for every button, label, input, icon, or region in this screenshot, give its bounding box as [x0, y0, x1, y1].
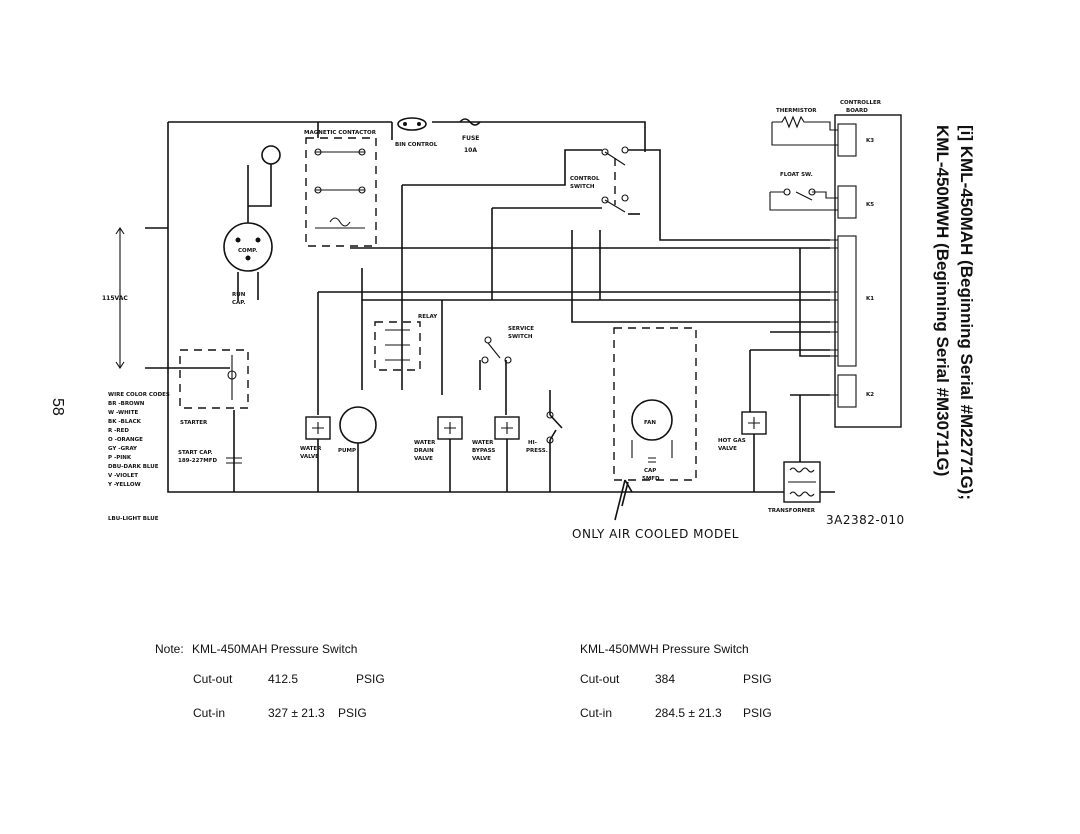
- float-switch: FLOAT SW.: [769, 172, 838, 211]
- k5-connector: K5: [866, 202, 874, 208]
- mwh-cutin-unit: PSIG: [743, 706, 772, 720]
- water-drain-valve: WATER DRAIN VALVE: [414, 416, 463, 492]
- wire-color-entry: BR -BROWN: [108, 401, 145, 407]
- main-frame-wires: [145, 121, 835, 493]
- water-bypass-valve-label: WATER: [472, 440, 494, 446]
- transformer-label: TRANSFORMER: [768, 508, 816, 514]
- drawing-code: 3A2382-010: [826, 513, 905, 527]
- k2-connector: K2: [866, 392, 874, 398]
- service-switch-label: SERVICE: [508, 326, 534, 332]
- compressor: COMP. RUN CAP.: [223, 145, 281, 306]
- hi-press-label: HI-: [528, 440, 537, 446]
- service-switch-label-2: SWITCH: [508, 334, 533, 340]
- wire-color-entry: Y -YELLOW: [107, 482, 141, 488]
- fan-motor-group: FAN CAP 5MFD: [613, 327, 697, 521]
- transformer: TRANSFORMER: [768, 461, 821, 514]
- mah-cutout-label: Cut-out: [193, 672, 233, 686]
- thermistor: THERMISTOR: [771, 108, 838, 146]
- mwh-cutout-unit: PSIG: [743, 672, 772, 686]
- fuse-rating: 10A: [464, 147, 477, 154]
- water-drain-valve-label: WATER: [414, 440, 436, 446]
- mwh-cutin-label: Cut-in: [580, 706, 613, 720]
- k3-connector: K3: [866, 138, 874, 144]
- float-switch-label: FLOAT SW.: [780, 172, 813, 178]
- hot-gas-valve-label-2: VALVE: [718, 446, 737, 452]
- controller-board-label: CONTROLLER: [840, 100, 882, 106]
- thermistor-label: THERMISTOR: [776, 108, 817, 114]
- relay-label: RELAY: [418, 314, 438, 320]
- control-switch-label-2: SWITCH: [570, 184, 595, 190]
- wire-color-entry: GY -GRAY: [108, 446, 138, 452]
- pump-label: PUMP: [338, 448, 356, 454]
- run-cap-label-2: CAP.: [232, 300, 245, 306]
- mah-cutout-value: 412.5: [268, 672, 299, 686]
- service-switch: SERVICE SWITCH: [481, 326, 534, 364]
- pump-motor: PUMP: [338, 406, 377, 492]
- mah-cutin-label: Cut-in: [193, 706, 226, 720]
- control-switch-label: CONTROL: [570, 176, 600, 182]
- water-valve-label: WATER: [300, 446, 322, 452]
- mwh-cutout-label: Cut-out: [580, 672, 620, 686]
- water-valve: WATER VALVE: [300, 416, 331, 492]
- k1-connector: K1: [866, 296, 874, 302]
- hot-gas-valve-label: HOT GAS: [718, 438, 746, 444]
- start-cap-value: 189-227MFD: [178, 458, 217, 464]
- controller-board: CONTROLLER BOARD K3 K5 K1 K2: [830, 100, 902, 428]
- fuse-label: FUSE: [462, 135, 479, 142]
- magnetic-contactor: MAGNETIC CONTACTOR: [304, 130, 377, 247]
- hot-gas-valve: HOT GAS VALVE: [718, 411, 767, 492]
- mah-heading: KML-450MAH Pressure Switch: [192, 642, 358, 656]
- fan-label: FAN: [644, 420, 656, 426]
- controller-board-label-2: BOARD: [846, 108, 868, 114]
- wire-color-entry: O -ORANGE: [108, 437, 143, 443]
- wire-color-codes: WIRE COLOR CODES BR -BROWN W -WHITE BK -…: [107, 392, 170, 522]
- fuse: FUSE 10A: [459, 118, 481, 154]
- water-bypass-valve-label-3: VALVE: [472, 456, 491, 462]
- starter: STARTER START CAP. 189-227MFD: [178, 349, 249, 492]
- air-cooled-arrow: [621, 481, 629, 507]
- start-cap-label: START CAP.: [178, 450, 213, 456]
- wire-color-codes-title: WIRE COLOR CODES: [108, 392, 170, 398]
- high-pressure-switch: HI- PRESS.: [526, 411, 563, 454]
- mah-cutin-unit: PSIG: [338, 706, 367, 720]
- note-label: Note:: [155, 642, 184, 656]
- wire-color-entry: V -VIOLET: [108, 473, 138, 479]
- relay: RELAY: [374, 314, 438, 371]
- fan-cap-label: CAP: [644, 468, 656, 474]
- bin-control-label: BIN CONTROL: [395, 142, 438, 148]
- magnetic-contactor-label: MAGNETIC CONTACTOR: [304, 130, 377, 136]
- bin-control: BIN CONTROL: [395, 117, 438, 148]
- water-drain-valve-label-3: VALVE: [414, 456, 433, 462]
- mwh-cutout-value: 384: [655, 672, 676, 686]
- internal-wires: [317, 122, 830, 492]
- wire-color-entry: R -RED: [108, 428, 129, 434]
- mwh-heading: KML-450MWH Pressure Switch: [580, 642, 749, 656]
- water-drain-valve-label-2: DRAIN: [414, 448, 434, 454]
- wire-color-entry: DBU-DARK BLUE: [108, 464, 159, 470]
- water-bypass-valve-label-2: BYPASS: [472, 448, 495, 454]
- wire-color-entry: BK -BLACK: [108, 419, 142, 425]
- run-cap-label: RUN: [232, 292, 246, 298]
- water-valve-label-2: VALVE: [300, 454, 319, 460]
- hi-press-label-2: PRESS.: [526, 448, 548, 454]
- air-cooled-note: ONLY AIR COOLED MODEL: [572, 527, 739, 541]
- mah-cutout-unit: PSIG: [356, 672, 385, 686]
- wire-color-entry: P -PINK: [108, 455, 132, 461]
- water-bypass-valve: WATER BYPASS VALVE: [472, 416, 520, 492]
- control-switch: CONTROL SWITCH: [402, 146, 830, 241]
- compressor-label: COMP.: [238, 248, 257, 254]
- mwh-cutin-value: 284.5 ± 21.3: [655, 706, 722, 720]
- wire-color-entry: LBU-LIGHT BLUE: [108, 516, 159, 522]
- mah-cutin-value: 327 ± 21.3: [268, 706, 325, 720]
- fan-cap-value: 5MFD: [642, 476, 660, 482]
- starter-label: STARTER: [180, 420, 208, 426]
- wire-color-entry: W -WHITE: [108, 410, 138, 416]
- supply-voltage-label: 115VAC: [102, 295, 128, 302]
